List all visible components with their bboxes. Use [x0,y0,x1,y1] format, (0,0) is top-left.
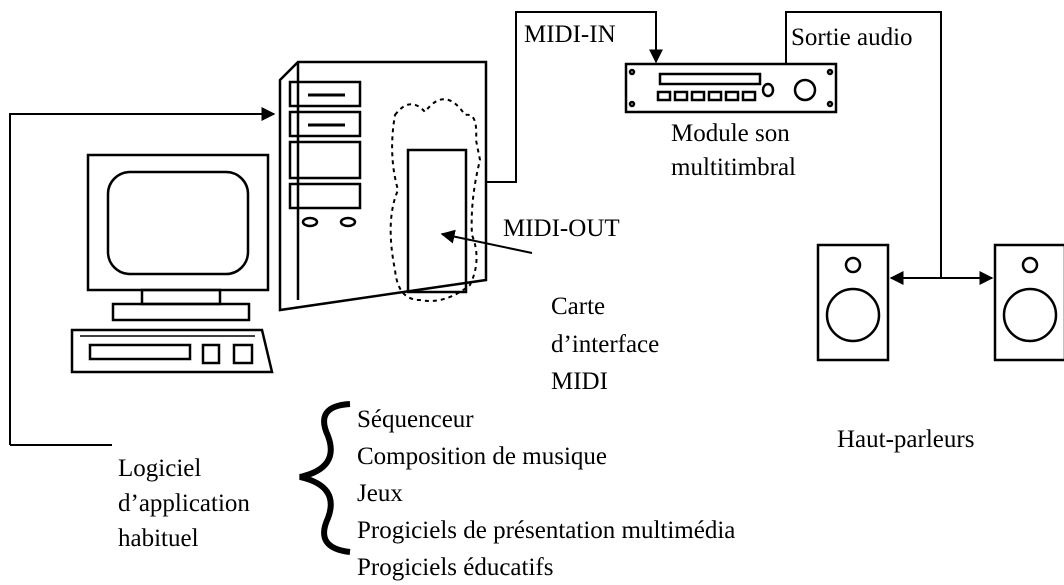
card-label-line2: d’interface [551,331,660,358]
right-speaker-icon [993,243,1064,362]
midi-out-arrow [440,229,533,254]
card-label-line1: Carte [551,293,606,320]
application-item: Progiciels de présentation multimédia [357,517,736,544]
software-link-line [9,107,276,445]
audio-out-label: Sortie audio [791,24,913,51]
module-label-line1: Module son [671,120,790,147]
computer-tower-icon [278,60,488,312]
software-label-line3: habituel [118,525,199,552]
speakers-label: Haut-parleurs [837,426,975,453]
module-label-line2: multitimbral [671,154,796,181]
application-item: Jeux [357,480,403,507]
software-label-line1: Logiciel [118,455,202,482]
sound-module-icon [624,62,838,114]
midi-in-label: MIDI-IN [524,21,616,48]
application-item: Composition de musique [357,443,607,470]
card-label-line3: MIDI [551,368,608,395]
left-speaker-icon [816,243,890,362]
monitor-icon [86,153,270,322]
application-brace [299,401,351,555]
midi-out-label: MIDI-OUT [503,215,620,242]
midi-in-cable [486,11,663,183]
audio-out-cable [785,11,942,278]
application-item: Séquenceur [357,406,474,433]
software-label-line2: d’application [118,490,250,517]
application-item: Progiciels éducatifs [357,554,554,581]
keyboard-icon [70,328,274,374]
connection-lines [9,11,994,446]
